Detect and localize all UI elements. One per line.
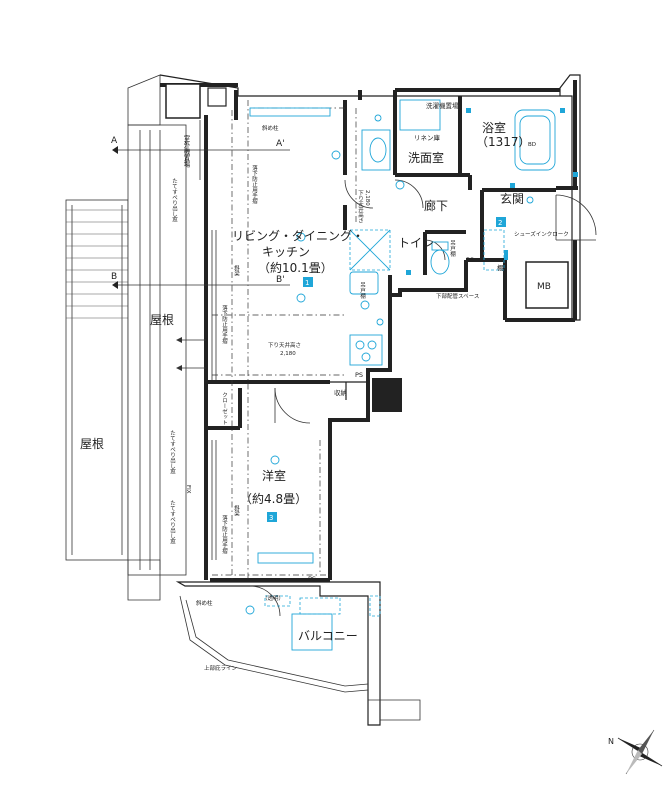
doors — [249, 179, 597, 617]
compass-n-label: N — [608, 737, 614, 746]
fixtures: BD — [245, 99, 578, 651]
section-a-label: A — [111, 136, 118, 146]
shoes-cloak-label: シューズインクローク — [514, 230, 569, 238]
bath-label: 浴室 — [482, 120, 506, 135]
compass-icon — [617, 729, 663, 775]
roof-area — [65, 74, 187, 601]
interior-walls — [206, 90, 556, 430]
entrance-badge-box — [496, 217, 506, 227]
western-room-label: 洋室 — [262, 468, 286, 483]
hanging-shelf-label-1: 吊戸棚 — [359, 282, 366, 300]
washroom-label: 洗面室 — [408, 150, 444, 165]
fall-prevention-label-2: 落下防止用手摺 — [221, 304, 228, 345]
entrance-badge: 2 — [498, 219, 502, 227]
ceiling-ldk-label: 下り天井高さ — [268, 341, 301, 349]
exterior-walls — [159, 74, 581, 726]
transparent-label: （透明） — [262, 594, 284, 602]
lower-pipe-space-label: 下部配管スペース — [436, 292, 479, 300]
western-badge: 3 — [269, 514, 273, 522]
roof-label-2: 屋根 — [80, 437, 104, 451]
storage-label: 収納 — [334, 388, 347, 397]
outdoor-unit-pad — [165, 83, 201, 119]
roof-label-1: 屋根 — [150, 313, 174, 327]
section-a-prime-label: A' — [276, 139, 285, 149]
fix-label: FIX — [185, 485, 191, 494]
svg-text:BD: BD — [528, 142, 536, 148]
mb-label: MB — [537, 282, 551, 292]
slanted-pillar-label-1: 斜め柱 — [262, 124, 279, 132]
western-room-size: （約4.8畳） — [240, 491, 307, 506]
shelf-label: 棚 — [497, 263, 504, 272]
beam-label-1: 斜梁 — [233, 264, 240, 278]
ldk-badge: 1 — [305, 279, 309, 287]
outdoor-unit-label: 室外機置場 — [182, 134, 190, 169]
section-b-prime-label: B' — [276, 275, 285, 285]
fall-prevention-label-3: 落下防止用手摺 — [221, 514, 228, 555]
ceiling-hall-label: 下り天井高さ — [357, 190, 364, 225]
entrance-label: 玄関 — [500, 191, 524, 206]
ceiling-ldk-value: 2,180 — [280, 351, 296, 357]
vertical-window-label-3: たてすべり出し窓 — [169, 500, 176, 544]
ps-label-2: PS — [355, 371, 363, 379]
upper-eave-line-label: 上部庇ライン — [204, 664, 238, 672]
balcony-label: バルコニー — [298, 629, 358, 643]
windows — [176, 120, 217, 560]
section-lines — [112, 146, 290, 289]
shaft-box — [207, 87, 227, 107]
toilet-label: トイレ — [398, 236, 434, 250]
ps-label-1: PS — [466, 256, 474, 264]
vertical-window-label-2: たてすべり出し窓 — [169, 430, 176, 475]
ldk-label-line1: リビング・ダイニング・ — [232, 228, 364, 243]
slanted-pillar-label-2: 斜め柱 — [196, 599, 213, 607]
structural-column — [372, 378, 402, 412]
western-badge-box — [267, 512, 277, 522]
ps-label-3: PS — [308, 575, 316, 583]
ceiling-hall-value: 2,180 — [364, 190, 370, 206]
bath-size: （1317） — [476, 135, 531, 149]
beam-label-2: 斜梁 — [233, 504, 240, 517]
ldk-badge-box — [303, 277, 313, 287]
hanging-shelf-label-2: 吊戸棚 — [449, 240, 456, 258]
ldk-label-line2: キッチン — [262, 245, 310, 259]
ldk-size: （約10.1畳） — [258, 260, 333, 275]
section-b-label: B — [111, 272, 117, 282]
hallway-label: 廊下 — [424, 198, 448, 213]
linen-label: リネン庫 — [414, 133, 441, 142]
laundry-space-label: 洗濯機置場 — [426, 101, 459, 110]
closet-label: クローゼット — [221, 392, 228, 426]
mb-box — [525, 261, 569, 309]
fall-prevention-label-1: 落下防止用手摺 — [251, 164, 258, 205]
vertical-window-label-1: たてすべり出し窓 — [171, 178, 178, 223]
